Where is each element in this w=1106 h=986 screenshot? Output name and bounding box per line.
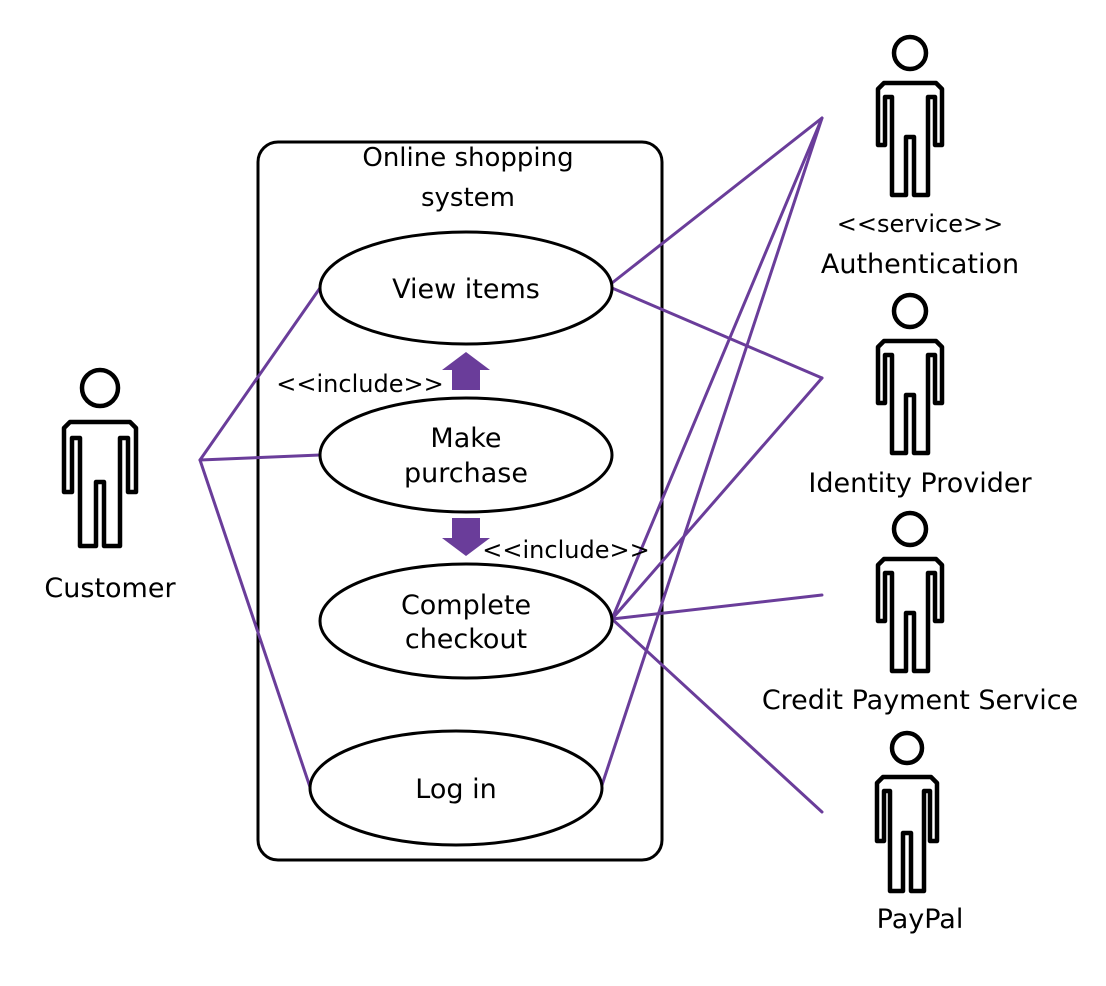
assoc-customer-log-in [198, 458, 313, 792]
use-case-make-purchase-label-line2: purchase [404, 458, 528, 489]
paypal-stick-figure-icon [874, 730, 940, 894]
actor-authentication[interactable]: <<service>> Authentication [821, 34, 1019, 280]
include-arrow-down-icon [442, 518, 490, 556]
use-case-complete-checkout-label-line2: checkout [405, 624, 527, 655]
include-arrow-up-icon [442, 352, 490, 390]
use-case-view-items-shape [318, 230, 614, 346]
use-case-complete-checkout[interactable]: Complete checkout [318, 562, 614, 680]
actor-customer-label: Customer [44, 573, 176, 604]
actor-authentication-stereotype: <<service>> [837, 210, 1003, 238]
use-case-make-purchase-label-line1: Make [430, 423, 501, 454]
use-case-log-in[interactable]: Log in [308, 729, 604, 847]
association-lines [198, 116, 824, 814]
use-case-log-in-label: Log in [415, 774, 496, 805]
use-case-make-purchase[interactable]: Make purchase [318, 396, 614, 514]
assoc-checkout-credit-payment [610, 593, 824, 621]
use-case-view-items[interactable]: View items [318, 230, 614, 346]
assoc-checkout-authentication [610, 116, 824, 621]
actor-identity-provider[interactable]: Identity Provider [808, 292, 1033, 499]
actor-customer[interactable]: Customer [44, 367, 176, 604]
use-case-complete-checkout-shape [318, 562, 614, 680]
assoc-customer-make-purchase [198, 453, 322, 462]
include-label-lower: <<include>> [482, 536, 649, 564]
credit-payment-stick-figure-icon [875, 510, 945, 674]
actor-credit-payment-label: Credit Payment Service [762, 685, 1078, 716]
use-case-log-in-shape [308, 729, 604, 847]
actor-paypal[interactable]: PayPal [874, 730, 964, 935]
actor-authentication-label: Authentication [821, 249, 1019, 280]
assoc-log-in-authentication [600, 116, 824, 787]
assoc-view-items-identity-provider [610, 286, 824, 380]
use-case-complete-checkout-label-line1: Complete [401, 590, 531, 621]
actor-credit-payment-service[interactable]: Credit Payment Service [762, 510, 1078, 716]
include-label-upper: <<include>> [276, 370, 443, 398]
assoc-customer-view-items [198, 286, 322, 462]
assoc-view-items-authentication [610, 116, 824, 285]
system-title-line1: Online shopping [362, 143, 573, 173]
system-title-line2: system [421, 183, 515, 213]
use-case-make-purchase-shape [318, 396, 614, 514]
customer-stick-figure-icon [61, 367, 139, 549]
use-case-view-items-label: View items [392, 274, 540, 305]
actor-identity-provider-label: Identity Provider [808, 468, 1032, 499]
assoc-checkout-identity-provider [610, 376, 824, 621]
identity-provider-stick-figure-icon [875, 292, 945, 456]
actor-paypal-label: PayPal [877, 904, 964, 935]
authentication-stick-figure-icon [875, 34, 945, 198]
